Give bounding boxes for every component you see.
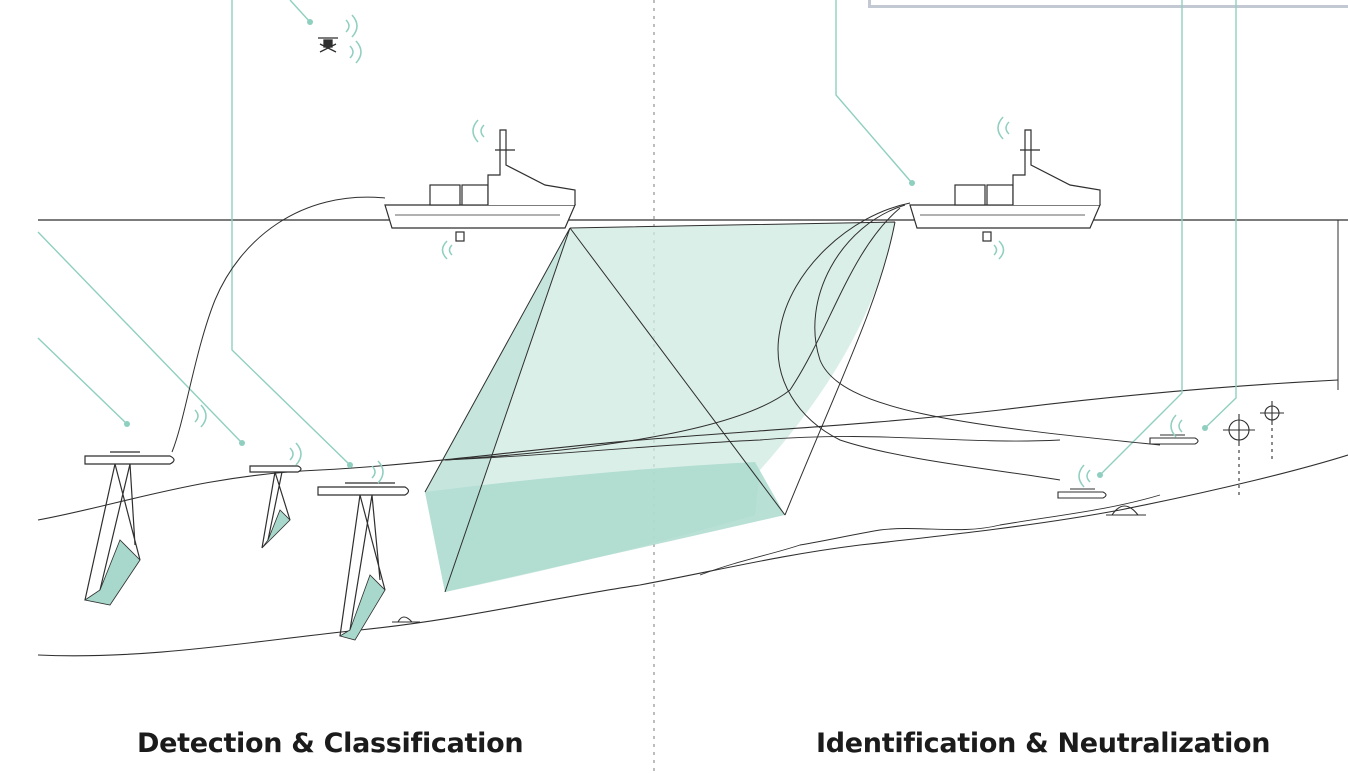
top-right-panel-edge xyxy=(868,0,1348,8)
identification-neutralization-caption: Identification & Neutralization xyxy=(816,728,1271,759)
neutralizer-2 xyxy=(1057,488,1107,499)
ship-right xyxy=(909,129,1101,242)
seabed-mine-right xyxy=(1106,505,1146,516)
target-reticle-icon xyxy=(1223,414,1255,495)
seabed-far xyxy=(37,379,1339,521)
seabed-mine-left xyxy=(392,616,420,623)
auv-2 xyxy=(249,465,302,549)
neutralizer-2-signal-icon xyxy=(1078,464,1091,488)
seabed-near xyxy=(37,454,1348,657)
auv-1-signal-icon xyxy=(194,404,207,428)
auv-3 xyxy=(317,482,410,641)
seabed-near-ripple xyxy=(699,494,1161,576)
auv-3-signal-icon xyxy=(371,460,384,484)
ship-right-signal-icon xyxy=(993,116,1010,260)
callout-lines xyxy=(37,0,1237,476)
callout-dots xyxy=(124,19,1208,478)
drone-signal-icon xyxy=(345,14,362,64)
drone-icon xyxy=(318,37,338,53)
auv-1 xyxy=(83,451,175,606)
ship-left-signal-icon xyxy=(441,119,485,260)
sonar-swath xyxy=(424,221,896,593)
neutralizer-1-signal-icon xyxy=(1170,414,1183,438)
target-reticle-small-icon xyxy=(1260,401,1284,460)
detection-classification-caption: Detection & Classification xyxy=(137,728,524,759)
neutralizer-1 xyxy=(1149,434,1199,445)
seabed-mid xyxy=(444,436,1061,461)
tethers xyxy=(171,196,1161,481)
auv-2-signal-icon xyxy=(289,442,302,466)
ship-left xyxy=(384,129,576,242)
